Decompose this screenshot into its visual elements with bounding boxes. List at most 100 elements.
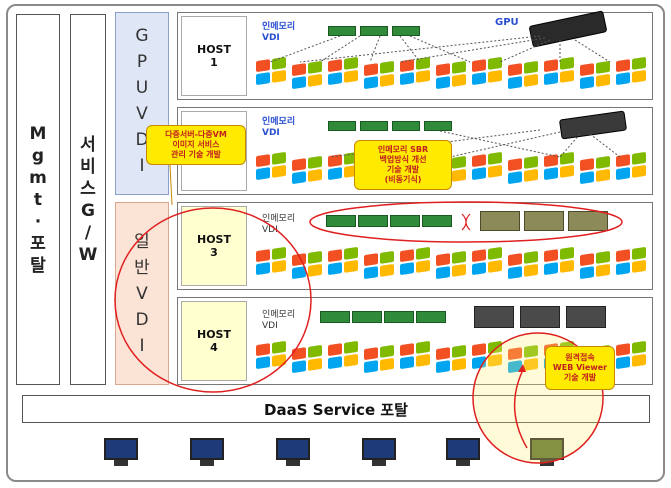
windows-vm-icon <box>436 250 466 280</box>
memory-module <box>392 121 420 131</box>
storage-disk-icon <box>524 211 564 231</box>
client-monitor-icon <box>190 438 224 468</box>
windows-vm-icon <box>328 56 358 86</box>
mgmt-char: m <box>29 167 47 188</box>
general-char: D <box>135 309 149 330</box>
mgmt-char: t <box>33 189 43 210</box>
client-monitor-icon <box>446 438 480 468</box>
windows-vm-icon <box>364 250 394 280</box>
service-char: 서 <box>80 134 96 155</box>
client-monitor-icon <box>530 438 564 468</box>
windows-vm-icon <box>580 155 610 185</box>
memory-module <box>424 121 452 131</box>
memory-module <box>390 215 420 227</box>
gpu-char: G <box>135 26 149 46</box>
memory-module <box>326 215 356 227</box>
multi-server-note: 다중서버-다중VM 이미지 서비스 관리 기술 개발 <box>146 125 246 165</box>
memory-module <box>328 26 356 36</box>
gpu-label: GPU <box>495 17 519 28</box>
client-monitor-icon <box>362 438 396 468</box>
client-monitor-icon <box>276 438 310 468</box>
windows-vm-icon <box>364 60 394 90</box>
client-monitor-icon <box>104 438 138 468</box>
storage-disk-icon <box>566 306 606 328</box>
memory-module <box>360 26 388 36</box>
windows-vm-icon <box>472 340 502 370</box>
mgmt-char: 포 <box>30 233 46 254</box>
windows-vm-icon <box>472 151 502 181</box>
windows-vm-icon <box>508 344 538 374</box>
mgmt-char: M <box>29 123 47 144</box>
host-3-label: HOST 3 <box>181 206 247 286</box>
general-char: 일 <box>134 231 150 252</box>
windows-vm-icon <box>508 155 538 185</box>
memory-module <box>320 311 350 323</box>
gpu-char: P <box>136 52 148 72</box>
host-number: 1 <box>210 56 218 69</box>
windows-vm-icon <box>472 56 502 86</box>
host-number: 4 <box>210 341 218 354</box>
gpu-char: D <box>135 130 149 150</box>
memory-module <box>422 215 452 227</box>
service-char: W <box>78 244 98 265</box>
memory-module <box>352 311 382 323</box>
windows-vm-icon <box>400 340 430 370</box>
storage-disk-icon <box>474 306 514 328</box>
service-char: 스 <box>80 178 96 199</box>
host-4-label: HOST 4 <box>181 301 247 381</box>
windows-vm-icon <box>364 344 394 374</box>
service-char: 비 <box>80 156 96 177</box>
windows-vm-icon <box>256 56 286 86</box>
windows-vm-icon <box>616 56 646 86</box>
windows-vm-icon <box>328 340 358 370</box>
storage-disk-icon <box>480 211 520 231</box>
general-char: V <box>136 283 148 304</box>
mgmt-char: g <box>31 145 45 166</box>
windows-vm-icon <box>616 151 646 181</box>
windows-vm-icon <box>580 250 610 280</box>
memory-module <box>328 121 356 131</box>
gpu-char: V <box>136 104 148 124</box>
windows-vm-icon <box>256 340 286 370</box>
windows-vm-icon <box>580 60 610 90</box>
daas-portal-label: DaaS Service 포탈 <box>264 400 408 419</box>
windows-vm-icon <box>508 250 538 280</box>
windows-vm-icon <box>544 56 574 86</box>
windows-vm-icon <box>292 250 322 280</box>
windows-vm-icon <box>472 246 502 276</box>
windows-vm-icon <box>616 340 646 370</box>
general-char: I <box>139 335 145 356</box>
windows-vm-icon <box>256 151 286 181</box>
host-name: HOST <box>197 328 231 341</box>
windows-vm-icon <box>436 60 466 90</box>
windows-vm-icon <box>256 246 286 276</box>
host-1-label: HOST 1 <box>181 16 247 96</box>
mgmt-char: · <box>34 211 42 232</box>
host-name: HOST <box>197 43 231 56</box>
windows-vm-icon <box>616 246 646 276</box>
mgmt-char: 탈 <box>30 255 46 276</box>
gpu-char: U <box>135 78 149 98</box>
memory-module <box>358 215 388 227</box>
windows-vm-icon <box>400 246 430 276</box>
storage-disk-icon <box>568 211 608 231</box>
service-char: G <box>81 200 95 221</box>
web-viewer-note: 원격접속 WEB Viewer 기술 개발 <box>545 346 615 390</box>
windows-vm-icon <box>292 155 322 185</box>
service-char: / <box>84 222 92 243</box>
storage-disk-icon <box>520 306 560 328</box>
memory-module <box>392 26 420 36</box>
windows-vm-icon <box>436 344 466 374</box>
host-name: HOST <box>197 233 231 246</box>
